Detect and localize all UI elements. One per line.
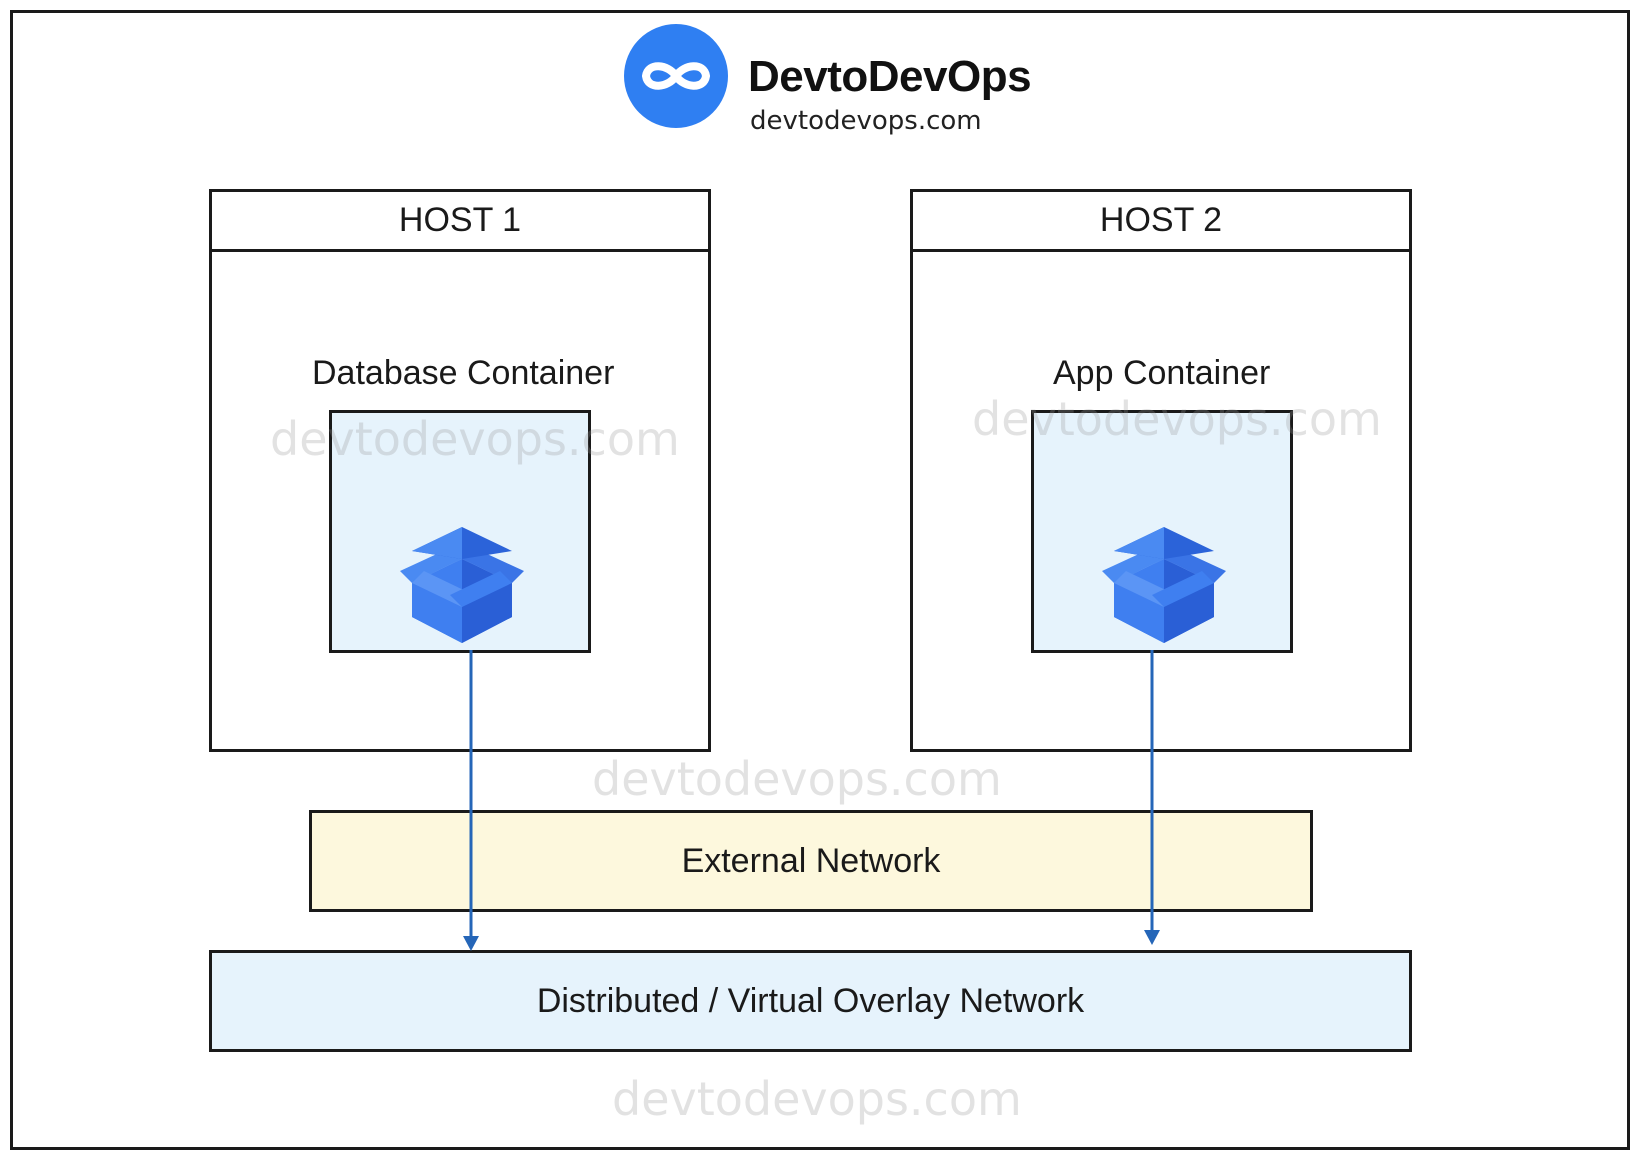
host-1-title: HOST 1: [212, 192, 708, 252]
database-container-label: Database Container: [312, 354, 615, 392]
host-1-box: HOST 1 Database Container: [209, 189, 711, 752]
app-container-label: App Container: [1053, 354, 1271, 392]
database-container-box: [329, 410, 591, 653]
overlay-network-label: Distributed / Virtual Overlay Network: [536, 981, 1085, 1020]
host-2-title: HOST 2: [913, 192, 1409, 252]
box-icon: [400, 527, 524, 643]
brand-name: DevtoDevOps: [748, 52, 1032, 101]
external-network-box: External Network: [309, 810, 1313, 912]
external-network-label: External Network: [681, 841, 941, 880]
box-icon: [1102, 527, 1226, 643]
infinity-icon: [624, 24, 728, 128]
app-container-box: [1031, 410, 1293, 653]
brand-url: devtodevops.com: [750, 106, 982, 136]
overlay-network-box: Distributed / Virtual Overlay Network: [209, 950, 1412, 1052]
host-2-box: HOST 2 App Container: [910, 189, 1412, 752]
